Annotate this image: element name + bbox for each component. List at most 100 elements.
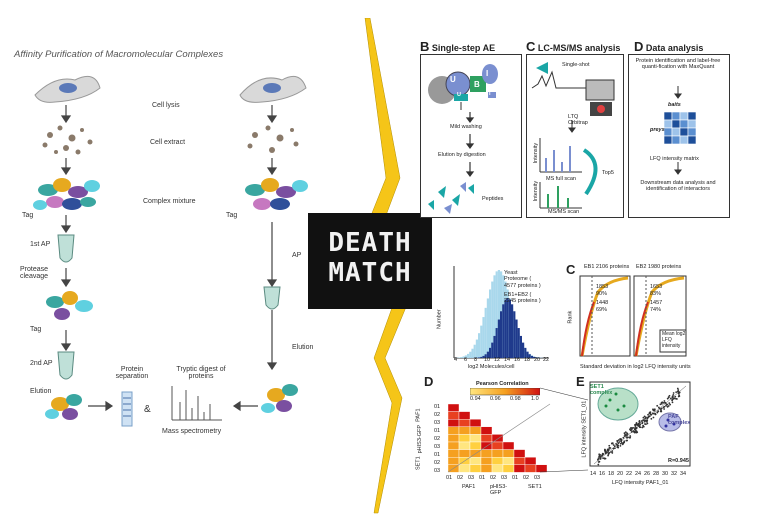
hist-bar-eb bbox=[511, 304, 513, 358]
scatter-point bbox=[624, 435, 626, 437]
scatter-point bbox=[658, 407, 660, 409]
scatter-point-set1 bbox=[623, 405, 626, 408]
heatmap-cell bbox=[448, 404, 459, 412]
scatter-point bbox=[664, 402, 666, 404]
scatter-point bbox=[653, 417, 655, 419]
step-cell-lysis: Cell lysis bbox=[152, 102, 180, 109]
hist-xlabel: log2 Molecules/cell bbox=[468, 364, 514, 370]
hist-bar-eb bbox=[507, 298, 509, 358]
heatmap-cell bbox=[459, 427, 470, 435]
scatter-point bbox=[614, 447, 616, 449]
heatmap-cell bbox=[448, 434, 459, 442]
panel-d-title: D Data analysis bbox=[634, 39, 703, 54]
hist-xtick: 6 bbox=[464, 357, 467, 363]
scatter-xtick: 20 bbox=[617, 471, 623, 477]
step-protein-separation: Protein separation bbox=[114, 366, 150, 380]
row-label: 01 bbox=[434, 428, 440, 434]
scatter-point bbox=[673, 392, 675, 394]
scatter-point bbox=[598, 453, 600, 455]
scatter-point bbox=[636, 427, 638, 429]
scatter-point bbox=[644, 423, 646, 425]
protein-b: B bbox=[474, 80, 480, 89]
hist-xtick: 10 bbox=[484, 357, 490, 363]
scatter-point-set1 bbox=[605, 405, 608, 408]
heatmap-cell bbox=[514, 465, 525, 473]
right-ap: AP bbox=[292, 252, 301, 259]
protein-u1: U bbox=[450, 75, 456, 84]
heatmap-cell bbox=[503, 442, 514, 450]
heatmap-cell bbox=[459, 419, 470, 427]
heatmap-cell bbox=[481, 427, 492, 435]
scatter-point bbox=[652, 408, 654, 410]
pearson-scale-bar bbox=[470, 388, 540, 396]
top5-label: Top5 bbox=[602, 170, 614, 176]
hist-bar-eb bbox=[478, 357, 480, 358]
heatmap-cell bbox=[470, 442, 481, 450]
set1-complex-label: SET1 complex bbox=[590, 384, 614, 397]
peptides-label: Peptides bbox=[482, 196, 503, 202]
protein-i2: I bbox=[489, 91, 491, 97]
step-mild-washing: Mild washing bbox=[450, 124, 482, 130]
scatter-point bbox=[608, 448, 610, 450]
hist-bar-eb bbox=[498, 320, 500, 358]
scatter-point bbox=[629, 437, 631, 439]
scatter-point bbox=[661, 403, 663, 405]
scatter-point-set1 bbox=[617, 409, 620, 412]
heatmap-cell bbox=[448, 419, 459, 427]
step-cell-extract: Cell extract bbox=[150, 139, 185, 146]
scatter-point bbox=[644, 418, 646, 420]
scatter-point bbox=[609, 447, 611, 449]
scatter-point bbox=[602, 453, 604, 455]
heatmap-cell bbox=[492, 442, 503, 450]
scatter-point bbox=[632, 427, 634, 429]
step-mass-spec: Mass spectrometry bbox=[162, 428, 221, 435]
scatter-point bbox=[599, 461, 601, 463]
scatter-point bbox=[646, 421, 648, 423]
death-match-banner: DEATH MATCH bbox=[308, 213, 432, 309]
scatter-point bbox=[642, 417, 644, 419]
scatter-point bbox=[654, 410, 656, 412]
heatmap-cell bbox=[481, 442, 492, 450]
scatter-point bbox=[625, 434, 627, 436]
step-tryptic: Tryptic digest of proteins bbox=[176, 366, 226, 380]
scatter-point bbox=[631, 431, 633, 433]
scatter-ylabel: LFQ intensity SET1_01 bbox=[581, 401, 587, 458]
scatter-point bbox=[614, 445, 616, 447]
scatter-point bbox=[675, 398, 677, 400]
panel-c-letter: C bbox=[526, 39, 535, 54]
heatmap-cell bbox=[503, 457, 514, 465]
scatter-point bbox=[622, 437, 624, 439]
eb1-pct1: 90% bbox=[596, 291, 607, 297]
eb1-val1: 1853 bbox=[596, 284, 608, 290]
scatter-point bbox=[646, 418, 648, 420]
heatmap-cell bbox=[525, 457, 536, 465]
scatter-point bbox=[641, 427, 643, 429]
scatter-point bbox=[617, 447, 619, 449]
heatmap-cell bbox=[470, 465, 481, 473]
heatmap-cell bbox=[459, 412, 470, 420]
banner-line-1: DEATH bbox=[308, 228, 432, 258]
msms-scan-label: MS/MS scan bbox=[548, 209, 579, 215]
scatter-point bbox=[667, 406, 669, 408]
rank-xlabel: Standard deviation in log2 LFQ intensity… bbox=[580, 364, 691, 370]
hist-bar-eb bbox=[480, 357, 482, 358]
scatter-xtick: 28 bbox=[653, 471, 659, 477]
hist-bar-yeast bbox=[482, 317, 484, 358]
hist-xtick: 14 bbox=[504, 357, 510, 363]
heatmap-cell bbox=[514, 457, 525, 465]
heatmap-cell bbox=[448, 442, 459, 450]
scatter-point bbox=[620, 443, 622, 445]
hist-xtick: 18 bbox=[524, 357, 530, 363]
scatter-xtick: 18 bbox=[608, 471, 614, 477]
heatmap-cell bbox=[481, 450, 492, 458]
scatter-point bbox=[647, 423, 649, 425]
scatter-point bbox=[633, 431, 635, 433]
eb1-label: EB1 2106 proteins bbox=[584, 264, 629, 270]
hist-bar-eb bbox=[493, 336, 495, 358]
scatter-point bbox=[597, 459, 599, 461]
scatter-point bbox=[629, 435, 631, 437]
scatter-point bbox=[616, 444, 618, 446]
step-complex-mixture: Complex mixture bbox=[143, 198, 196, 205]
col-label: 02 bbox=[457, 475, 463, 481]
hist-xtick: 16 bbox=[514, 357, 520, 363]
